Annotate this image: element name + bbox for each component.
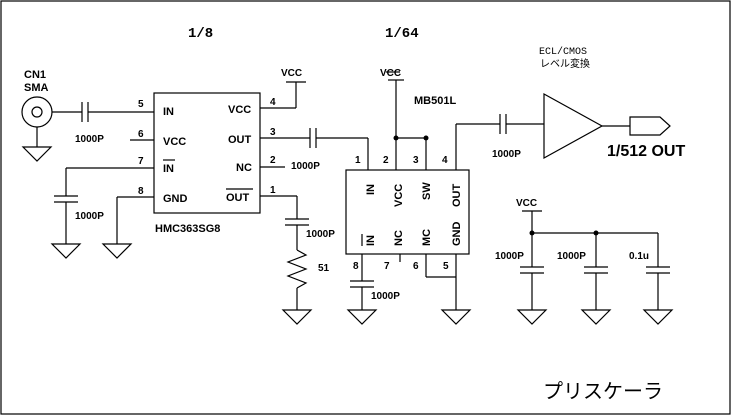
ic2-pin5-name: GND [451, 222, 463, 247]
ic1-pin8-name: GND [163, 193, 188, 205]
output-label: 1/512 OUT [607, 143, 685, 160]
ic1-pin1-num: 1 [270, 185, 276, 196]
cap-pin7-label: 1000P [75, 211, 104, 222]
ic2-pin7-num: 7 [384, 261, 390, 272]
ic1-pin2-name: NC [236, 162, 252, 174]
vcc-ic1: VCC [281, 68, 302, 79]
bypass-capacitors: VCC 1000P 1000P 0.1u [495, 198, 673, 325]
cap-pin1-label: 1000P [306, 229, 335, 240]
vcc-ic2: VCC [380, 68, 401, 79]
vcc-bypass: VCC [516, 198, 537, 209]
cap-byp2-label: 1000P [557, 251, 586, 262]
ic1-pin4-name: VCC [228, 104, 251, 116]
ic2-pin2-name: VCC [393, 184, 405, 207]
ic2-pin1-name: IN [365, 184, 377, 195]
ic2-pin8-num: 8 [353, 261, 359, 272]
ic2-pin3-num: 3 [413, 155, 419, 166]
cap-pin8-label: 1000P [371, 291, 400, 302]
ic2-pin5-num: 5 [443, 261, 449, 272]
ic1-pin6-name: VCC [163, 136, 186, 148]
resistor [286, 249, 308, 289]
page-title: プリスケーラ [543, 379, 663, 403]
ic1-hmc363sg8: IN VCC IN GND VCC OUT NC OUT HMC363SG8 [153, 92, 261, 235]
buffer-label-1: ECL/CMOS [539, 46, 587, 58]
output-port [629, 116, 671, 136]
buffer-label-2: レベル変換 [540, 57, 590, 70]
ic1-pin4-num: 4 [270, 97, 276, 108]
ic2-pin4-num: 4 [442, 155, 448, 166]
ic1-pin3-name: OUT [228, 134, 252, 146]
ic2-pin2-num: 2 [383, 155, 389, 166]
ic1-pin8-num: 8 [138, 186, 144, 197]
ic2-pin7-name: NC [393, 230, 405, 246]
ic1-pin5-name: IN [163, 106, 174, 118]
ic1-pin2-num: 2 [270, 155, 276, 166]
cap-out-label: 1000P [492, 149, 521, 160]
ic1-pin5-num: 5 [138, 99, 144, 110]
resistor-label: 51 [318, 263, 330, 274]
ic2-pin6-num: 6 [413, 261, 419, 272]
ic1-part: HMC363SG8 [155, 223, 220, 235]
ic2-mb501l: IN VCC SW OUT IN NC MC GND MB501L [345, 95, 470, 255]
division-1-64: 1/64 [385, 26, 419, 42]
ic2-pin4-name: OUT [451, 184, 463, 208]
ic2-pin8-name: IN [365, 235, 377, 246]
ic1-pin3-num: 3 [270, 127, 276, 138]
cap-couple-label: 1000P [291, 161, 320, 172]
ic2-pin1-num: 1 [355, 155, 361, 166]
connector-ref: CN1 [24, 69, 46, 81]
ic1-pin1-name: OUT [226, 192, 250, 204]
ic1-pin6-num: 6 [138, 129, 144, 140]
ic2-pin6-name: MC [421, 229, 433, 246]
ic2-pin3-name: SW [421, 182, 433, 200]
connector-type: SMA [24, 82, 49, 94]
level-converter-buffer: ECL/CMOS レベル変換 [539, 46, 604, 160]
ic1-pin7-num: 7 [138, 156, 144, 167]
sma-connector: CN1 SMA [21, 69, 53, 162]
cap-byp3-label: 0.1u [629, 251, 649, 262]
cap-byp1-label: 1000P [495, 251, 524, 262]
cap-in-label: 1000P [75, 134, 104, 145]
ic2-part: MB501L [414, 95, 456, 107]
ic1-pin7-name: IN [163, 163, 174, 175]
division-1-8: 1/8 [188, 26, 213, 42]
